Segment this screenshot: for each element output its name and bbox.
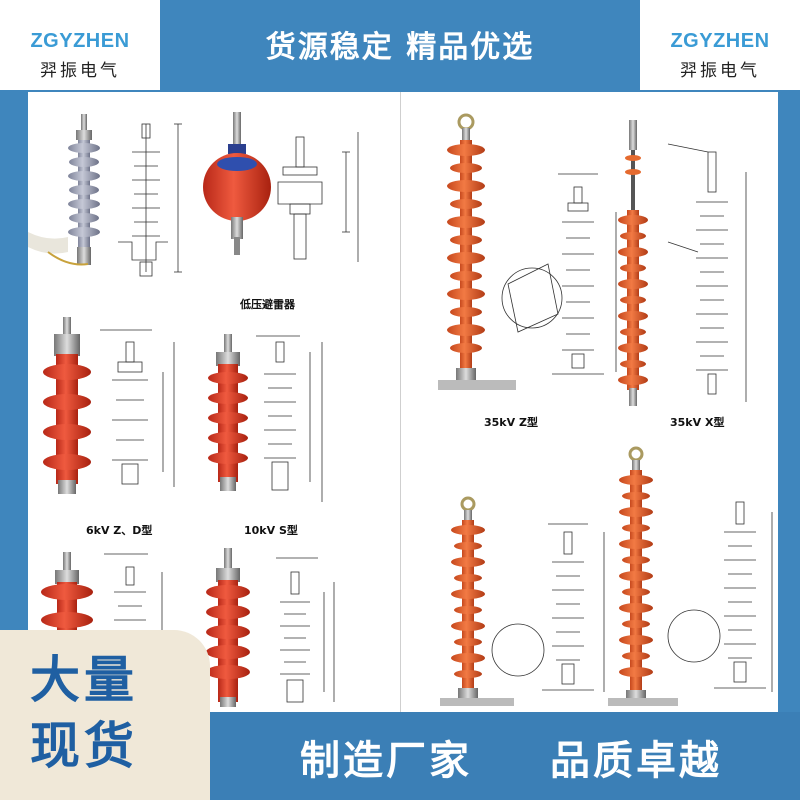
arrester-10kv-drawing [256,335,323,502]
arrester-bottom-right-1-photo [440,496,514,706]
arrester-bottom-right-2-photo [608,446,678,706]
caption-10kv: 10kV S型 [244,524,298,537]
arrester-catalog-illustration [28,112,773,707]
caption-6kv: 6kV Z、D型 [86,524,153,537]
arrester-6kv-photo [43,317,91,494]
arrester-35kv-z-photo [438,113,516,390]
low-voltage-arrester-drawing [277,132,359,262]
caption-35kv-z: 35kV Z型 [484,416,538,429]
grey-arrester-photo [28,114,100,266]
panel-divider [400,92,401,712]
tagline-left: 制造厂家 [300,738,472,784]
low-voltage-arrester-photo [203,112,271,255]
tagline-right: 品质卓越 [550,738,722,784]
page-title: 货源稳定 精品优选 [265,30,535,65]
arrester-35kv-z-drawing [501,173,617,375]
arrester-bottom-right-2-drawing [667,501,773,692]
caption-35kv-x: 35kV X型 [670,416,725,429]
arrester-35kv-x-drawing [667,143,747,402]
caption-low-voltage: 低压避雷器 [240,298,295,311]
catalog-panel: 低压避雷器 6kV Z、D型 10kV S型 35kV Z型 35kV X型 [28,92,778,712]
arrester-bottom-mid-photo [206,548,250,707]
promo-line-1: 大量 [30,651,138,709]
arrester-bottom-mid-drawing [276,557,335,703]
arrester-bottom-right-1-drawing [491,523,605,692]
arrester-35kv-x-photo [618,120,648,406]
brand-name-cn: 羿振电气 [680,61,760,81]
brand-logo-right: ZGYZHEN 羿振电气 [640,0,800,90]
brand-name-en: ZGYZHEN [30,30,130,52]
arrester-10kv-photo [208,334,248,491]
brand-name-cn: 羿振电气 [40,61,120,81]
grey-arrester-drawing [118,123,182,277]
promo-badge [0,630,210,800]
arrester-6kv-drawing [100,329,175,487]
promo-line-2: 现货 [30,717,138,775]
brand-logo-left: ZGYZHEN 羿振电气 [0,0,160,90]
brand-name-en: ZGYZHEN [670,30,770,52]
